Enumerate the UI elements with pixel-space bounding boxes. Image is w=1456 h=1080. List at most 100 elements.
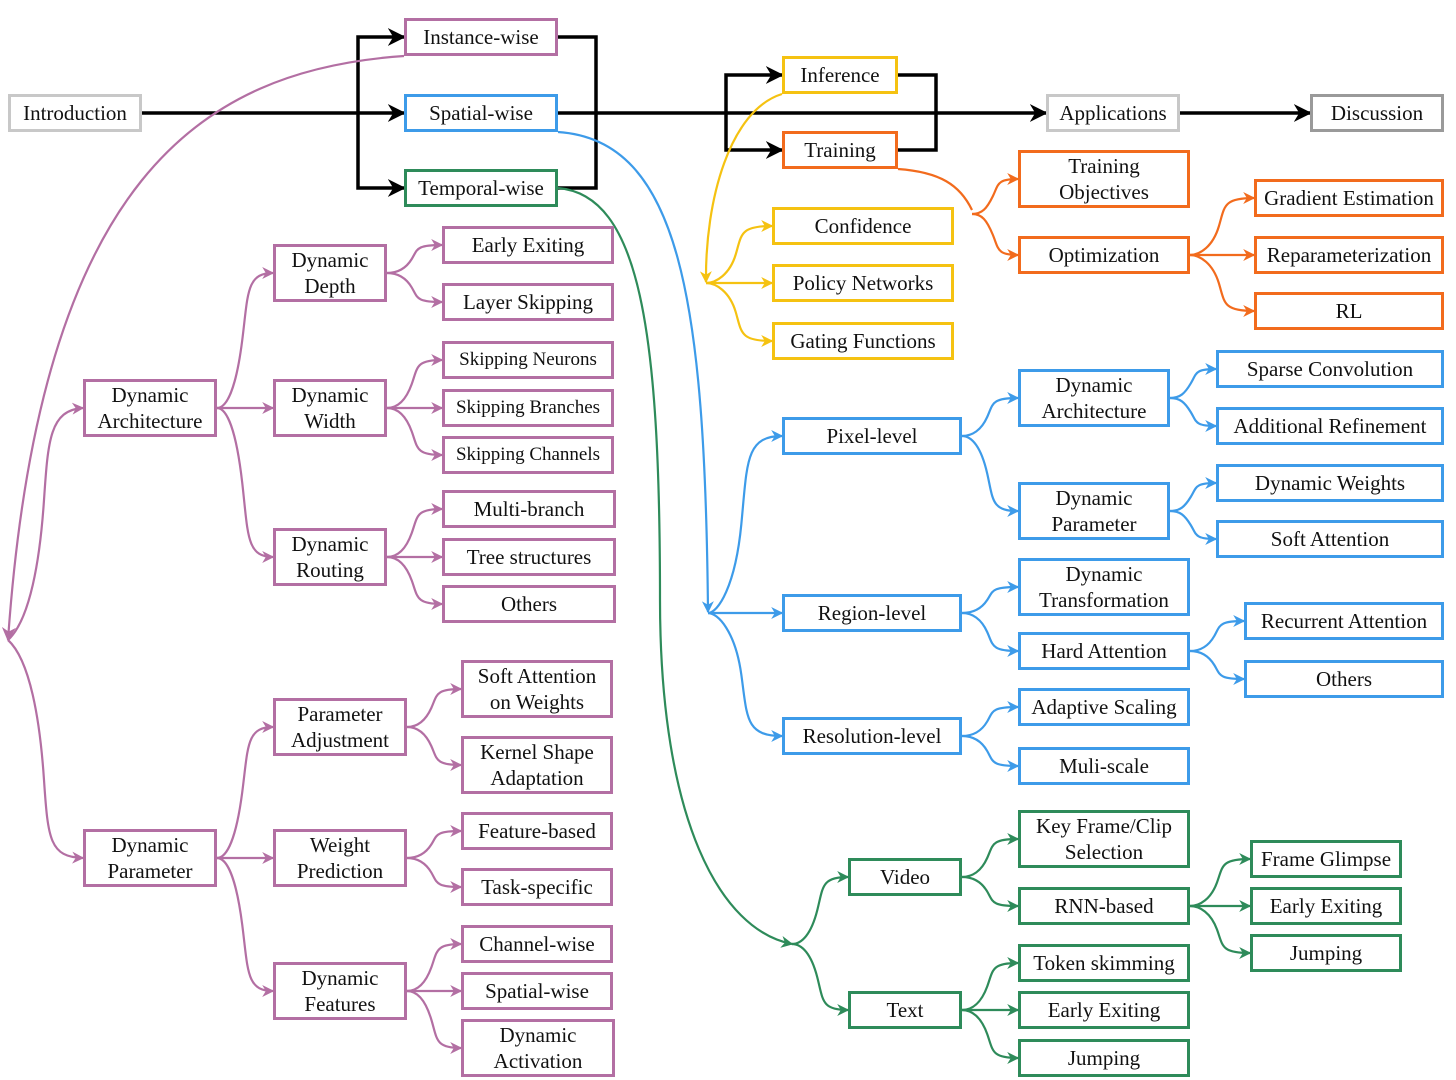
node-recurrent-attention: Recurrent Attention	[1244, 602, 1444, 640]
node-sparse-convolution: Sparse Convolution	[1216, 350, 1444, 388]
node-region-level: Region-level	[782, 594, 962, 632]
connector-39	[971, 212, 1020, 261]
connector-2	[356, 113, 406, 197]
node-instance-wise: Instance-wise	[404, 18, 558, 56]
connector-64	[1189, 853, 1252, 908]
node-inference: Inference	[782, 56, 898, 94]
connector-51	[1169, 477, 1218, 513]
connector-66	[1189, 904, 1252, 959]
node-jumping-text: Jumping	[1018, 1039, 1190, 1077]
connector-6	[724, 113, 784, 159]
node-gating-functions: Gating Functions	[772, 322, 954, 360]
connector-42	[1189, 253, 1256, 317]
connector-52	[1169, 509, 1218, 545]
node-early-exiting: Early Exiting	[442, 226, 614, 264]
node-training-objectives: Training Objectives	[1018, 150, 1190, 208]
connector-28	[406, 825, 463, 860]
connector-20	[386, 503, 444, 559]
node-policy-networks: Policy Networks	[772, 264, 954, 302]
node-others: Others	[442, 585, 616, 623]
connector-32	[406, 989, 463, 1054]
connector-48	[961, 434, 1020, 517]
connector-36	[705, 281, 774, 347]
connector-40	[1189, 192, 1256, 257]
node-rnn-based: RNN-based	[1018, 887, 1190, 925]
connector-47	[961, 392, 1020, 438]
connector-12	[216, 267, 275, 410]
node-others-attention: Others	[1244, 660, 1444, 698]
connector-26	[406, 683, 463, 729]
node-early-exiting-video: Early Exiting	[1250, 887, 1402, 925]
node-early-exiting-text: Early Exiting	[1018, 991, 1190, 1029]
node-soft-attention-on-weights: Soft Attention on Weights	[461, 660, 613, 718]
connector-11	[7, 639, 85, 864]
node-optimization: Optimization	[1018, 236, 1190, 274]
connector-56	[1189, 649, 1246, 685]
node-dynamic-activation: Dynamic Activation	[461, 1019, 615, 1077]
node-additional-refinement: Additional Refinement	[1216, 407, 1444, 445]
connector-9	[1, 54, 405, 642]
connector-25	[216, 856, 275, 997]
node-confidence: Confidence	[772, 207, 954, 245]
node-layer-skipping: Layer Skipping	[442, 283, 614, 321]
node-tree-structures: Tree structures	[442, 538, 616, 576]
node-kernel-shape-adaptation: Kernel Shape Adaptation	[461, 736, 613, 794]
connector-50	[1169, 396, 1218, 432]
connector-62	[961, 833, 1020, 879]
node-text: Text	[848, 991, 962, 1029]
connector-61	[791, 942, 850, 1016]
connector-10	[7, 402, 85, 641]
connector-22	[386, 555, 444, 610]
node-feature-based: Feature-based	[461, 812, 613, 850]
connector-7	[898, 73, 938, 152]
node-task-specific: Task-specific	[461, 868, 613, 906]
connector-33	[699, 92, 783, 284]
connector-67	[961, 957, 1020, 1012]
connector-43	[557, 130, 714, 614]
node-introduction: Introduction	[8, 94, 142, 132]
connector-54	[961, 611, 1020, 657]
node-pixel-level: Pixel-level	[782, 417, 962, 455]
node-temporal-wise: Temporal-wise	[404, 169, 558, 207]
connector-15	[386, 239, 444, 275]
connector-23	[216, 721, 275, 860]
connector-17	[386, 354, 444, 410]
node-hard-attention: Hard Attention	[1018, 632, 1190, 670]
node-dynamic-transformation: Dynamic Transformation	[1018, 558, 1190, 616]
connector-46	[707, 611, 784, 742]
node-multi-branch: Multi-branch	[442, 490, 616, 528]
node-channel-wise: Channel-wise	[461, 925, 613, 963]
node-gradient-estimation: Gradient Estimation	[1254, 179, 1444, 217]
node-adaptive-scaling: Adaptive Scaling	[1018, 688, 1190, 726]
connector-49	[1169, 363, 1218, 400]
node-weight-prediction: Weight Prediction	[273, 829, 407, 887]
node-frame-glimpse: Frame Glimpse	[1250, 840, 1402, 878]
node-applications: Applications	[1046, 94, 1180, 132]
node-skipping-neurons: Skipping Neurons	[442, 341, 614, 379]
connector-16	[386, 271, 444, 308]
node-dynamic-depth: Dynamic Depth	[273, 244, 387, 302]
connector-37	[897, 167, 973, 211]
node-reparameterization: Reparameterization	[1254, 236, 1444, 274]
connector-59	[557, 186, 794, 948]
node-rl: RL	[1254, 292, 1444, 330]
node-pixel-dynamic-architecture: Dynamic Architecture	[1018, 369, 1170, 427]
connector-58	[961, 734, 1020, 772]
node-discussion: Discussion	[1310, 94, 1444, 132]
node-dynamic-parameter: Dynamic Parameter	[83, 829, 217, 887]
node-video: Video	[848, 858, 962, 896]
connector-34	[705, 220, 774, 285]
connector-63	[961, 875, 1020, 912]
connector-57	[961, 701, 1020, 738]
node-pixel-dynamic-parameter: Dynamic Parameter	[1018, 482, 1170, 540]
node-skipping-branches: Skipping Branches	[442, 389, 614, 427]
node-dynamic-routing: Dynamic Routing	[273, 528, 387, 586]
connector-19	[386, 406, 444, 461]
node-dynamic-features: Dynamic Features	[273, 962, 407, 1020]
connector-38	[971, 173, 1020, 216]
connector-44	[707, 430, 784, 615]
node-parameter-adjustment: Parameter Adjustment	[273, 698, 407, 756]
connector-53	[961, 581, 1020, 615]
node-spatial-wise-features: Spatial-wise	[461, 972, 613, 1010]
connector-14	[216, 406, 275, 563]
